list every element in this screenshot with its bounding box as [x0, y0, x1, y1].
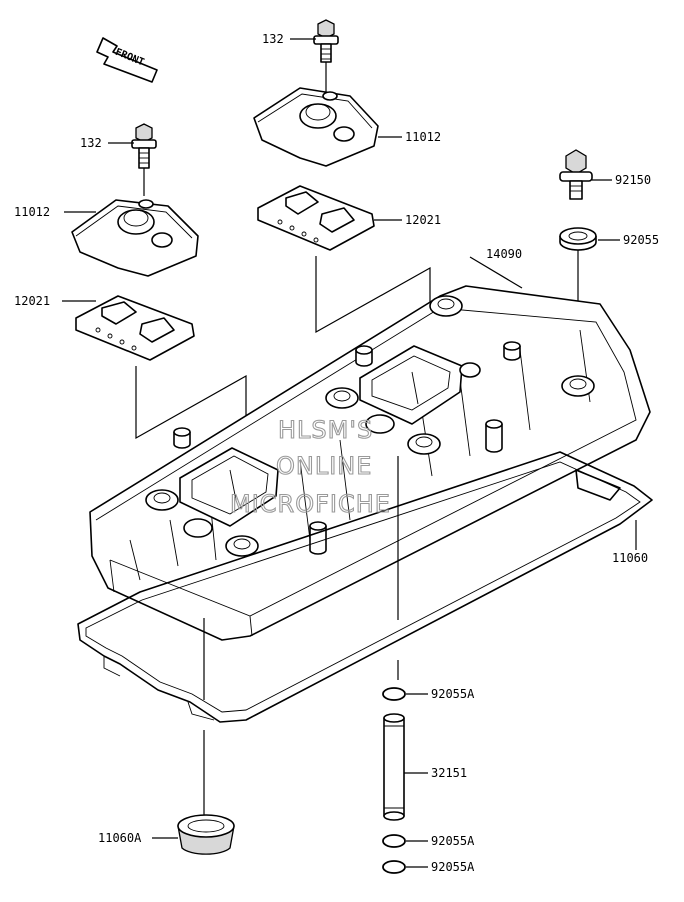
- label-14090: 14090: [486, 247, 522, 261]
- label-92055a-2: 92055A: [431, 834, 475, 848]
- seal-11060a-icon: [177, 814, 235, 855]
- label-92150: 92150: [615, 173, 651, 187]
- oring-92055a-2-icon: [382, 834, 406, 848]
- cover-11012-top-icon: [253, 87, 379, 167]
- bolt-132-left-icon: [131, 123, 157, 196]
- oring-92055a-1-icon: [382, 687, 406, 701]
- cover-11012-left-icon: [71, 199, 199, 277]
- label-92055a-3: 92055A: [431, 860, 475, 874]
- label-92055a-1: 92055A: [431, 687, 475, 701]
- label-12021-top: 12021: [405, 213, 441, 227]
- gasket-12021-top-icon: [257, 185, 375, 251]
- head-cover-14090-icon: [89, 285, 651, 641]
- label-12021-left: 12021: [14, 294, 50, 308]
- label-11060a: 11060A: [98, 831, 142, 845]
- label-11060: 11060: [612, 551, 648, 565]
- watermark-line-1: HLSM'S: [278, 416, 373, 444]
- watermark: HLSM'S ONLINE MICROFICHE: [229, 415, 391, 518]
- oring-92055a-3-icon: [382, 860, 406, 874]
- front-arrow-icon: FRONT: [96, 37, 158, 83]
- label-11012-left: 11012: [14, 205, 50, 219]
- gasket-12021-left-icon: [75, 295, 195, 361]
- pipe-32151-icon: [383, 713, 405, 821]
- watermark-line-3: MICROFICHE: [230, 490, 391, 518]
- label-11012-top: 11012: [405, 130, 441, 144]
- grommet-92055-icon: [559, 227, 597, 251]
- label-92055: 92055: [623, 233, 659, 247]
- label-132-top: 132: [262, 32, 284, 46]
- watermark-line-2: ONLINE: [276, 452, 372, 480]
- gasket-11060-icon: [77, 451, 653, 723]
- label-132-left: 132: [80, 136, 102, 150]
- label-32151: 32151: [431, 766, 467, 780]
- bolt-92150-icon: [559, 149, 593, 200]
- bolt-132-top-icon: [313, 19, 339, 92]
